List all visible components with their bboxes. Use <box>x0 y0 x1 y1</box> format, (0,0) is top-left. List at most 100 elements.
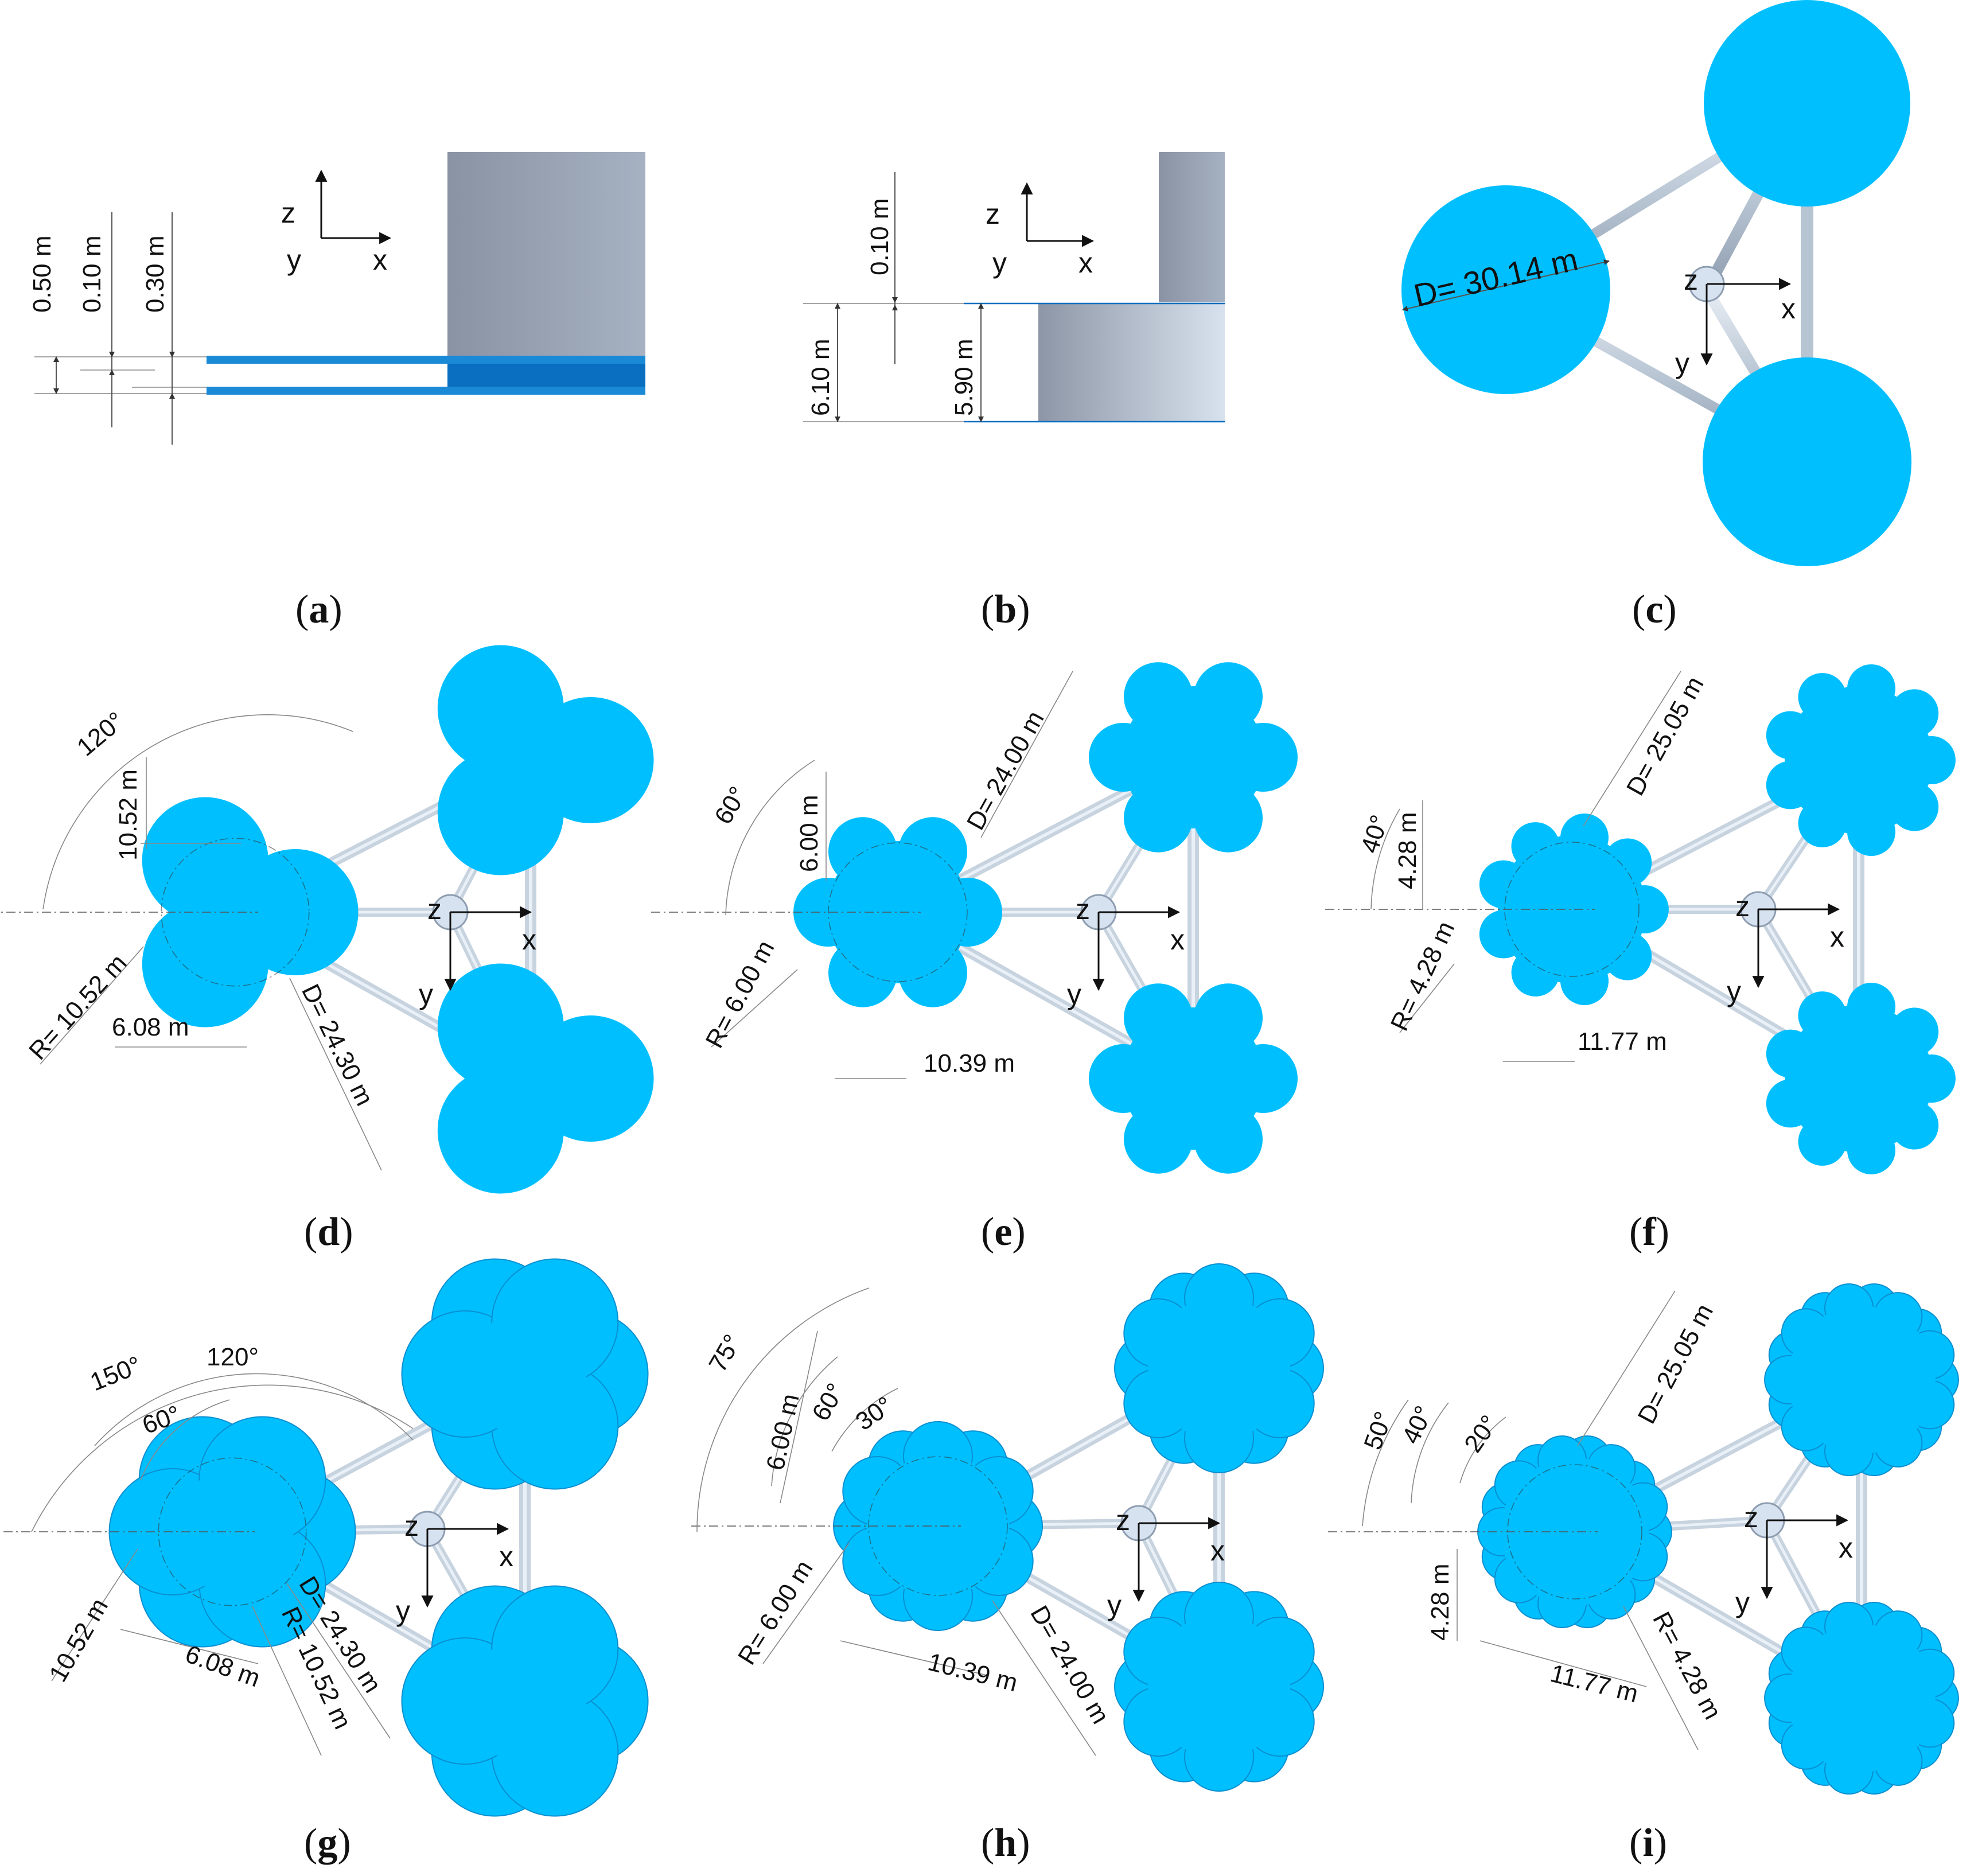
platform-h: zxy <box>691 1263 1324 1792</box>
platform-i: z x y <box>1328 1283 1959 1795</box>
dim-label-6.00: 6.00 m <box>761 1391 805 1473</box>
platform-d: zxy <box>0 645 654 1194</box>
dim-label-6.10: 6.10 m <box>807 338 835 416</box>
axis-y-label: y <box>1727 975 1741 1007</box>
float-left <box>1479 814 1669 1005</box>
float-left <box>1477 1435 1672 1628</box>
float-bottom <box>1764 1602 1959 1795</box>
axis-x-label: x <box>373 244 387 276</box>
float-bottom <box>1089 983 1298 1174</box>
dim-label-10.39: 10.39 m <box>924 1049 1015 1077</box>
float-bottom <box>401 1585 649 1817</box>
platform-e: z x y <box>651 662 1298 1174</box>
float-core <box>1498 835 1646 983</box>
dim-label-10.52: 10.52 m <box>44 1594 114 1687</box>
angle-label-120: 120° <box>207 1343 259 1371</box>
angle-label-40: 40° <box>1397 1402 1439 1448</box>
float-core <box>1148 1297 1290 1439</box>
dim-label-6.08: 6.08 m <box>182 1640 264 1692</box>
float-top <box>1764 1283 1959 1476</box>
float-left <box>108 1416 356 1648</box>
axis-z-label: z <box>404 1510 419 1542</box>
dim-label-11.77: 11.77 m <box>1578 1027 1667 1056</box>
caption-e: (e) <box>981 1210 1026 1254</box>
angle-label-20: 20° <box>1459 1410 1504 1458</box>
float-bottom <box>437 963 654 1194</box>
float-core <box>469 1017 592 1140</box>
caption-i: (i) <box>1629 1821 1667 1865</box>
caption-d: (d) <box>304 1210 353 1254</box>
float-bottom <box>1766 983 1956 1174</box>
axis-x-label: x <box>1170 924 1185 956</box>
float-top <box>1766 664 1956 856</box>
float-core <box>1122 1007 1264 1150</box>
caption-g: (g) <box>304 1821 351 1865</box>
angle-label-150: 150° <box>86 1351 145 1397</box>
guide-circle <box>868 1456 1008 1596</box>
dim-label-10.39: 10.39 m <box>925 1648 1021 1697</box>
axis-y-label: y <box>992 247 1007 279</box>
axis-z-label: z <box>1116 1504 1130 1536</box>
float-top <box>437 645 654 875</box>
dim-label-D: D= 25.05 m <box>1633 1299 1719 1429</box>
float-left <box>833 1421 1043 1631</box>
dim-label-D: D= 25.05 m <box>1621 672 1710 800</box>
dim-label-0.10: 0.10 m <box>866 198 894 275</box>
dim-label-0.50: 0.50 m <box>28 235 56 313</box>
dim-label-0.30: 0.30 m <box>141 235 169 313</box>
axis-x-label: x <box>1830 921 1844 953</box>
float-top <box>1114 1263 1324 1473</box>
caption-b: (b) <box>981 587 1030 632</box>
dim-label-6.08: 6.08 m <box>112 1013 189 1041</box>
float-core <box>171 1470 294 1593</box>
axis-z-label: z <box>1684 264 1698 296</box>
caption-h: (h) <box>981 1821 1030 1865</box>
column-block <box>447 152 645 359</box>
dim-label-D: D= 24.00 m <box>961 706 1050 835</box>
angle-label: 60° <box>709 782 753 829</box>
float-core <box>1501 1458 1649 1606</box>
angle-label-30: 30° <box>851 1391 898 1436</box>
guide-circle <box>161 838 310 987</box>
axis-y-label: y <box>396 1595 410 1627</box>
caption-f: (f) <box>1629 1210 1669 1254</box>
axis-z-label: z <box>1744 1501 1758 1534</box>
platform-f: zxy <box>1325 664 1956 1174</box>
dim-label-R: R= 6.00 m <box>700 936 780 1052</box>
axis-z-label: z <box>1076 893 1090 925</box>
guide-circle <box>1504 842 1640 977</box>
axis-z-label: z <box>986 198 1000 230</box>
dim-label-6.00: 6.00 m <box>795 795 823 872</box>
float-core <box>1785 1005 1933 1153</box>
dim-label-R: R= 4.28 m <box>1647 1608 1727 1724</box>
panel-b: 0.10 m 6.10 m 5.90 m z y x (b) <box>803 152 1225 632</box>
float-core <box>867 1455 1009 1597</box>
plate-gap <box>207 364 447 387</box>
guide-circle <box>828 842 968 982</box>
float-top <box>1089 662 1298 853</box>
heave-plate-top <box>207 356 645 364</box>
axis-x-label: x <box>1210 1535 1225 1567</box>
dim-label-R: R= 6.00 m <box>733 1555 819 1669</box>
axis-x-label: x <box>1781 293 1796 325</box>
float-bottom <box>1703 357 1911 566</box>
float-core <box>1148 1616 1290 1758</box>
axis-y-label: y <box>1675 347 1689 379</box>
angle-label: 40° <box>1356 812 1394 857</box>
axis-y-label: y <box>287 244 301 276</box>
dim-label-D: D= 24.30 m <box>296 980 379 1110</box>
guide-circle <box>158 1457 307 1606</box>
column-base-dark <box>447 364 645 387</box>
axis-y-label: y <box>1067 978 1081 1010</box>
angle-label: 120° <box>72 707 130 762</box>
dim-label-R: R= 4.28 m <box>1385 917 1461 1035</box>
axis-x-label: x <box>1839 1532 1853 1564</box>
float-core <box>1785 686 1933 834</box>
axis-x-label: x <box>499 1540 513 1573</box>
float-bottom <box>1114 1582 1324 1792</box>
float-left <box>793 817 1002 1007</box>
axis-x-label: x <box>522 924 536 956</box>
axis-y-label: y <box>1735 1586 1750 1618</box>
